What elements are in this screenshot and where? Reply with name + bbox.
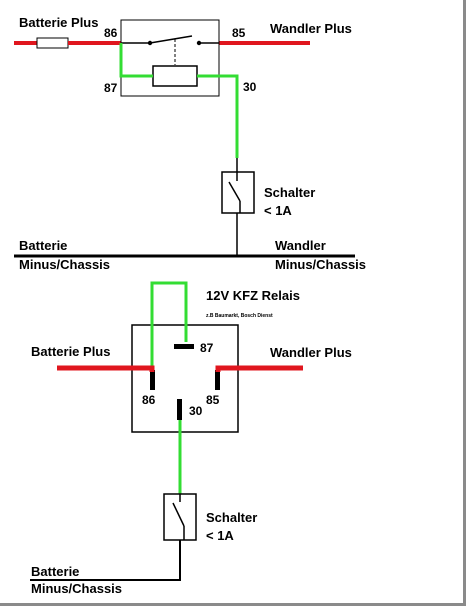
converter-minus-label-top-2: Minus/Chassis — [275, 257, 366, 272]
pin-87-bottom — [174, 344, 194, 349]
converter-plus-label-bottom: Wandler Plus — [270, 345, 352, 360]
control-wire-loop-86-87 — [150, 281, 188, 372]
pin-86-bottom — [150, 370, 155, 390]
switch-label-bottom: Schalter — [206, 510, 257, 525]
relay-box-bottom — [131, 324, 239, 433]
pin-85-label-top: 85 — [232, 26, 246, 40]
converter-minus-label-top-1: Wandler — [275, 238, 326, 253]
battery-plus-label-bottom: Batterie Plus — [31, 344, 110, 359]
pin-30-label-bottom: 30 — [189, 404, 203, 418]
pin-87-label-top: 87 — [104, 81, 118, 95]
battery-plus-label-top: Batterie Plus — [19, 15, 98, 30]
converter-plus-wire-bottom — [215, 365, 303, 372]
switch-label-top: Schalter — [264, 185, 315, 200]
control-wire-coil-left — [119, 43, 153, 78]
ground-wire-bottom — [30, 540, 181, 581]
battery-minus-label-bottom-1: Batterie — [31, 564, 79, 579]
control-wire-30-to-switch — [197, 74, 239, 158]
switch-blade-bottom — [172, 502, 185, 527]
pin-86-label-top: 86 — [104, 26, 118, 40]
switch-box-top — [221, 171, 255, 214]
pin-30-bottom — [177, 399, 182, 420]
converter-plus-label-top: Wandler Plus — [270, 21, 352, 36]
relay-contact-arm — [149, 35, 193, 44]
battery-minus-label-top-2: Minus/Chassis — [19, 257, 110, 272]
battery-minus-label-top-1: Batterie — [19, 238, 67, 253]
relay-coil-symbol — [152, 65, 198, 87]
battery-plus-wire-bottom — [57, 365, 155, 372]
pin-30-label-top: 30 — [243, 80, 257, 94]
pin-87-label-bottom: 87 — [200, 341, 214, 355]
relay-source-label: z.B Baumarkt, Bosch Dienst — [206, 313, 273, 319]
switch-blade-top — [228, 181, 241, 202]
switch-current-label-bottom: < 1A — [206, 528, 234, 543]
pin-86-label-bottom: 86 — [142, 393, 156, 407]
pin-85-bottom — [215, 370, 220, 390]
fuse-symbol — [36, 37, 69, 49]
pin-85-label-bottom: 85 — [206, 393, 220, 407]
relay-title-label: 12V KFZ Relais — [206, 288, 300, 303]
battery-minus-label-bottom-2: Minus/Chassis — [31, 581, 122, 596]
switch-current-label-top: < 1A — [264, 203, 292, 218]
